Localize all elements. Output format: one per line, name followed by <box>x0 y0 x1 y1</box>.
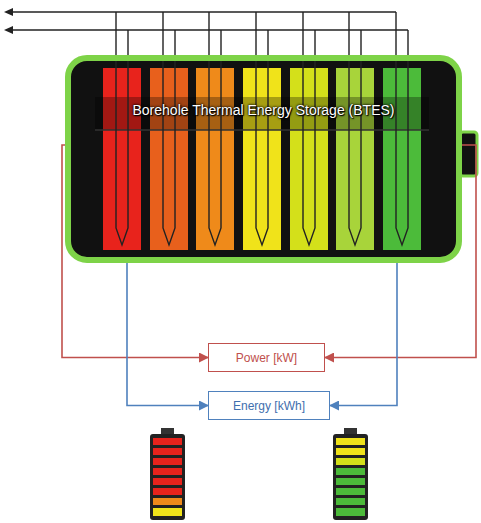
storage-title: Borehole Thermal Energy Storage (BTES) <box>71 101 456 119</box>
cool-battery-icon <box>333 428 368 520</box>
power-box: Power [kW] <box>208 343 325 372</box>
battery-terminal <box>460 132 477 176</box>
energy-flow-line <box>127 263 208 406</box>
power-label: Power [kW] <box>236 351 297 365</box>
energy-label: Energy [kWh] <box>233 399 305 413</box>
battery-body <box>68 58 459 260</box>
power-flow-line <box>62 145 208 358</box>
outlet-arrowheads <box>4 8 13 34</box>
borehole-columns <box>103 68 421 250</box>
borehole-pipes <box>116 12 408 245</box>
energy-box: Energy [kWh] <box>208 391 330 420</box>
energy-flow-line <box>330 263 397 406</box>
power-flow-line <box>325 145 476 358</box>
band-line <box>95 129 429 131</box>
header-pipes <box>10 12 408 30</box>
battery-storage: Borehole Thermal Energy Storage (BTES) <box>65 55 462 263</box>
hot-battery-icon <box>150 428 185 520</box>
